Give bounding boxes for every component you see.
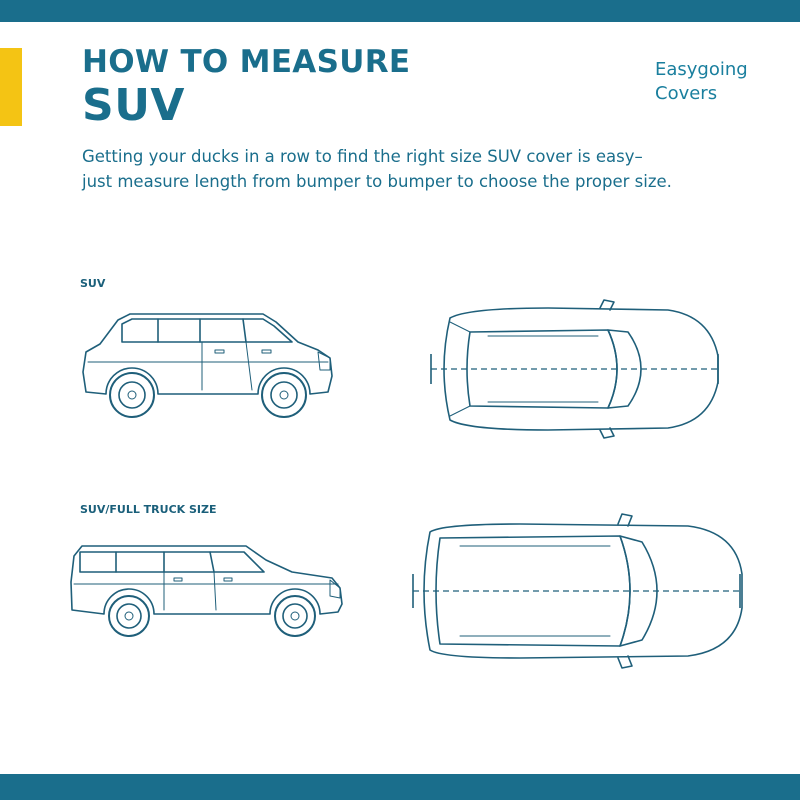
bottom-banner-bar <box>0 774 800 800</box>
intro-description: Getting your ducks in a row to find the … <box>82 144 782 194</box>
brand-line-2: Covers <box>655 83 718 104</box>
section-label-suv: SUV <box>80 277 106 290</box>
description-line-2: just measure length from bumper to bumpe… <box>82 172 672 191</box>
suv-side-view-illustration <box>82 313 333 418</box>
page-title: HOW TO MEASURE <box>82 44 411 80</box>
section-label-truck: SUV/FULL TRUCK SIZE <box>80 503 217 516</box>
top-banner-bar <box>0 0 800 22</box>
brand-logo: Easygoing Covers <box>655 58 785 106</box>
truck-suv-top-view-illustration <box>412 513 743 669</box>
brand-line-1: Easygoing <box>655 59 748 80</box>
description-line-1: Getting your ducks in a row to find the … <box>82 147 643 166</box>
suv-top-view-illustration <box>430 299 719 439</box>
yellow-accent-block <box>0 48 22 126</box>
truck-suv-side-view-illustration <box>70 545 343 637</box>
page-subtitle: SUV <box>82 80 185 131</box>
